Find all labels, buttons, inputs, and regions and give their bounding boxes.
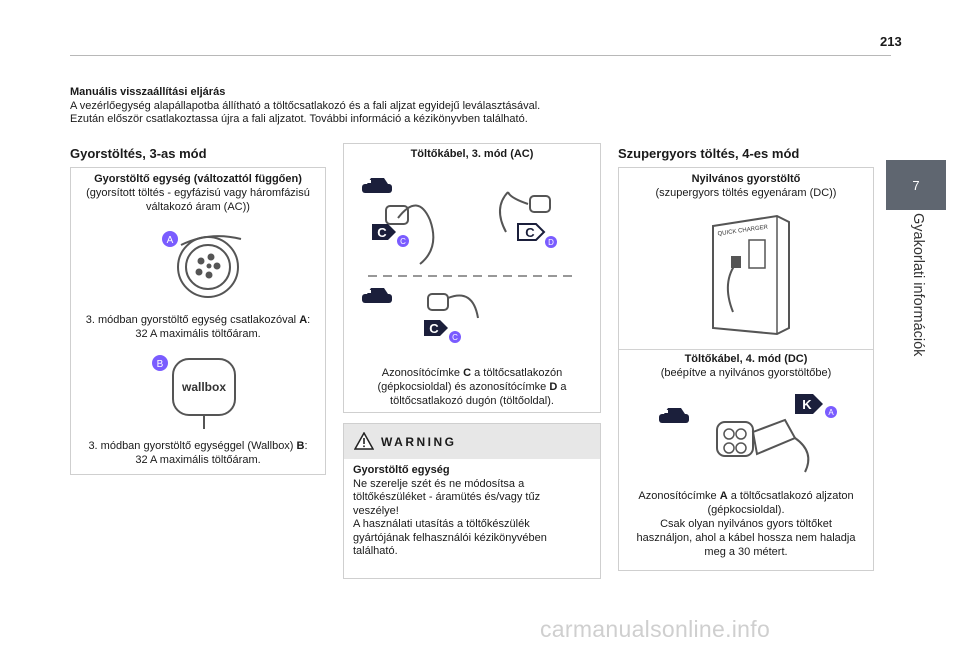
label-c-icon: C C: [424, 320, 461, 343]
col3-box1-title: Nyilvános gyorstöltő: [691, 173, 801, 185]
warning-line: Ne szerelje szét és ne módosítsa a: [353, 477, 525, 490]
wallbox-illustration: B wallbox: [152, 355, 236, 429]
svg-text:C: C: [429, 321, 439, 336]
chapter-tab[interactable]: 7: [886, 160, 946, 210]
dc-connector-illustration: K A: [659, 394, 837, 473]
svg-text:C: C: [452, 333, 458, 342]
intro-line-2: Ezután először csatlakoztassa újra a fal…: [70, 113, 528, 125]
col1-cap-b-line1: 3. módban gyorstöltő egységgel (Wallbox)…: [88, 440, 308, 452]
top-rule: [70, 55, 891, 56]
col1-box-sub1: (gyorsított töltés - egyfázisú vagy háro…: [86, 187, 310, 199]
warning-header: WARNING: [344, 424, 600, 459]
warning-icon: [354, 432, 374, 450]
chapter-title: Gyakorlati információk: [886, 213, 946, 413]
warning-line: található.: [353, 545, 398, 557]
warning-line: veszélye!: [353, 504, 399, 517]
col1-box-title: Gyorstöltő egység (változattól függően): [94, 173, 302, 185]
col3-cap-line4: használjon, ahol a kábel hossza nem hala…: [636, 532, 856, 544]
col1-cap-a-line1: 3. módban gyorstöltő egység csatlakozóva…: [85, 314, 311, 326]
svg-text:C: C: [377, 225, 387, 240]
col1-box: Gyorstöltő egység (változattól függően) …: [70, 167, 326, 475]
col3-cap-line1: Azonosítócímke A a töltőcsatlakozó aljza…: [638, 490, 854, 502]
intro-section: Manuális visszaállítási eljárás A vezérl…: [70, 86, 610, 127]
car-icon: [362, 288, 392, 303]
svg-text:C: C: [525, 225, 535, 240]
svg-text:D: D: [548, 238, 554, 247]
col1-heading: Gyorstöltés, 3-as mód: [70, 146, 207, 161]
label-c-icon: C C: [372, 224, 409, 247]
wall-socket-illustration: A: [162, 231, 242, 298]
wallbox-brand-text: wallbox: [181, 380, 226, 394]
warning-line: gyártójának felhasználói kézikönyvében: [353, 531, 547, 544]
car-icon: [659, 408, 689, 423]
col2-box-title: Töltőkábel, 3. mód (AC): [410, 148, 534, 160]
intro-title: Manuális visszaállítási eljárás: [70, 86, 226, 98]
col3-box: Nyilvános gyorstöltő (szupergyors töltés…: [618, 167, 874, 571]
svg-text:A: A: [828, 408, 834, 417]
page-number: 213: [880, 34, 902, 49]
warning-body-title: Gyorstöltő egység: [353, 464, 450, 476]
col2-box: Töltőkábel, 3. mód (AC) C C C D: [343, 143, 601, 413]
warning-body: Gyorstöltő egység Ne szerelje szét és ne…: [353, 464, 591, 559]
svg-text:K: K: [802, 397, 812, 412]
col2-cap-line2: (gépkocsioldal) és azonosítócímke D a: [377, 381, 567, 393]
warning-line: A használati utasítás a töltőkészülék: [353, 518, 530, 530]
label-k-icon: K A: [795, 394, 837, 418]
col3-box1-sub: (szupergyors töltés egyenáram (DC)): [655, 187, 837, 199]
svg-text:C: C: [400, 237, 406, 246]
label-a-badge: A: [167, 235, 174, 246]
chapter-title-text: Gyakorlati információk: [910, 213, 926, 357]
warning-box: WARNING Gyorstöltő egység Ne szerelje sz…: [343, 423, 601, 579]
warning-title: WARNING: [381, 435, 457, 449]
watermark: carmanualsonline.info: [540, 616, 771, 642]
quick-charger-illustration: QUICK CHARGER: [712, 214, 790, 336]
label-b-badge: B: [157, 359, 164, 370]
col3-box2-title: Töltőkábel, 4. mód (DC): [684, 353, 808, 365]
col1-box-sub2: váltakozó áram (AC)): [146, 201, 250, 213]
warning-line: töltőkészüléket - áramütés és/vagy tűz: [353, 491, 541, 503]
col2-cap-line1: Azonosítócímke C a töltőcsatlakozón: [381, 367, 563, 379]
cable-labels-illustration: C C C D C C: [362, 178, 572, 343]
col3-cap-line5: meg a 30 métert.: [704, 546, 788, 558]
col1-cap-b-line2: 32 A maximális töltőáram.: [135, 454, 261, 466]
col3-box2-sub: (beépítve a nyilvános gyorstöltőbe): [660, 367, 832, 379]
col1-cap-a-line2: 32 A maximális töltőáram.: [135, 328, 261, 340]
col3-divider: [619, 349, 873, 350]
label-d-icon: C D: [517, 223, 557, 248]
col3-heading: Szupergyors töltés, 4-es mód: [618, 146, 800, 161]
col2-cap-line3: töltőcsatlakozó dugón (töltőoldal).: [390, 395, 554, 407]
intro-line-1: A vezérlőegység alapállapotba állítható …: [70, 99, 541, 112]
car-icon: [362, 178, 392, 193]
col3-cap-line2: (gépkocsioldal).: [707, 504, 785, 516]
col3-cap-line3: Csak olyan nyilvános gyors töltőket: [660, 518, 832, 530]
